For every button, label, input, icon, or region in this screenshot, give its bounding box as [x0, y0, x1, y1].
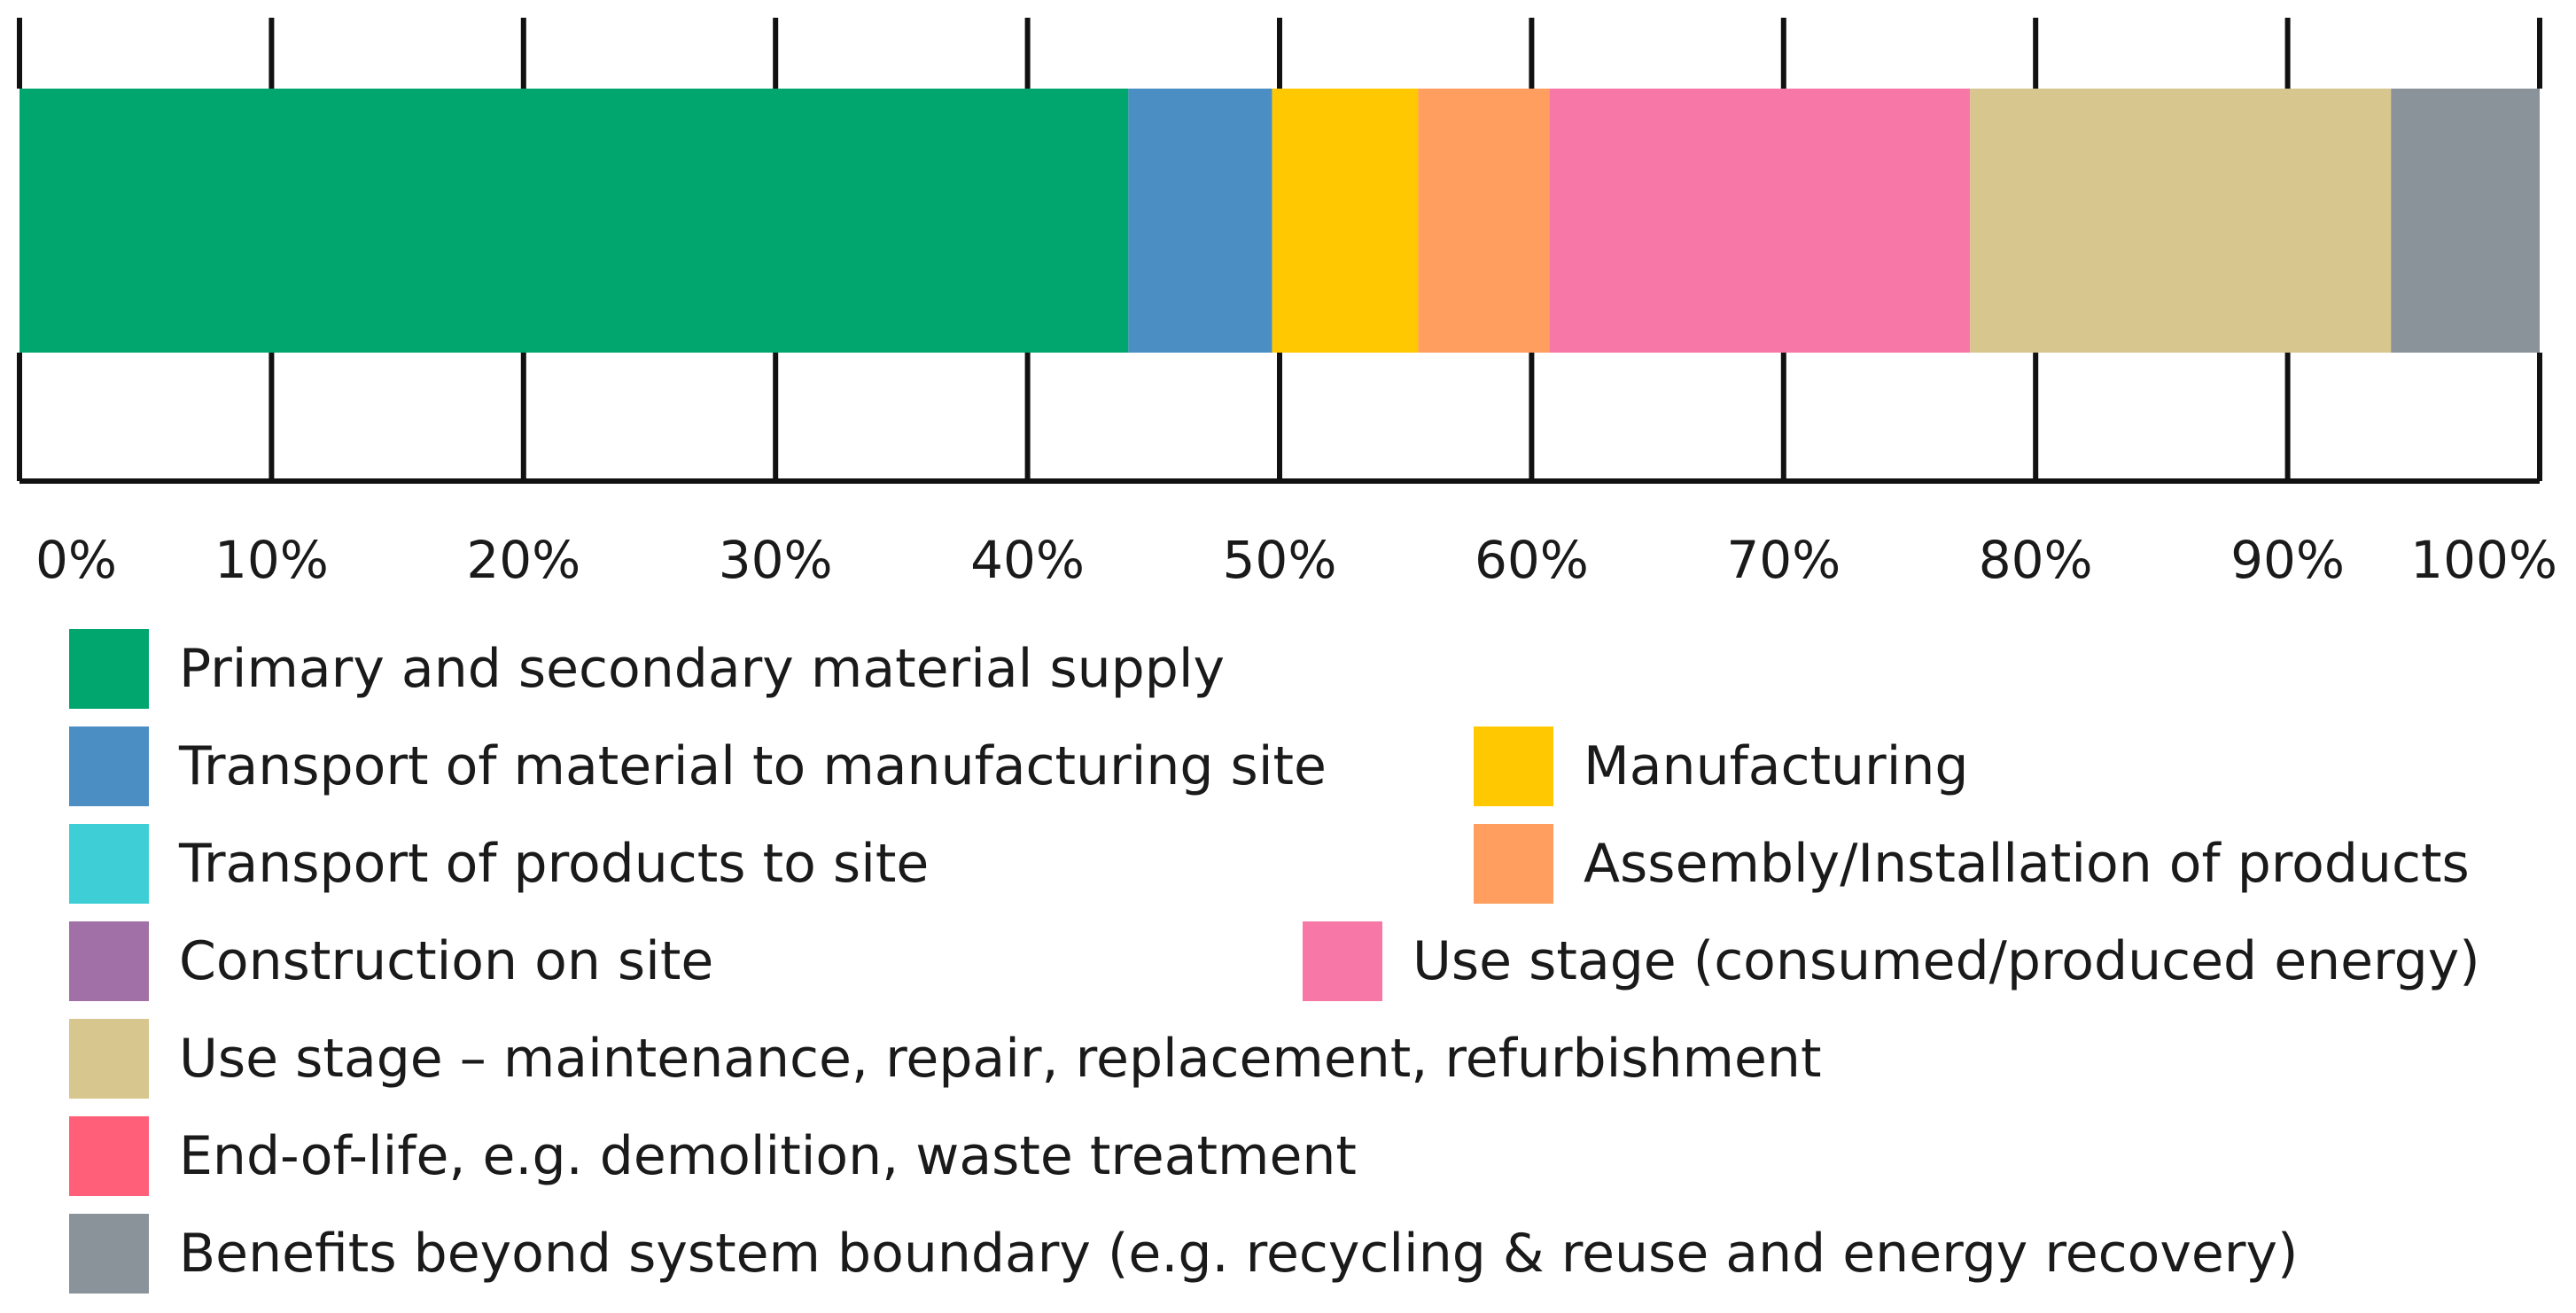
- x-tick-label: 70%: [1726, 530, 1841, 590]
- bar-segment-3: [1418, 89, 1550, 353]
- bar-segment-0: [19, 89, 1129, 353]
- x-tick-label: 50%: [1223, 530, 1337, 590]
- x-tick-label: 60%: [1475, 530, 1589, 590]
- bar-segment-5: [1970, 89, 2392, 353]
- x-tick-label: 100%: [2410, 530, 2557, 590]
- x-tick-label: 0%: [35, 530, 117, 590]
- bar-segment-4: [1549, 89, 1971, 353]
- x-tick-label: 40%: [970, 530, 1085, 590]
- x-tick-label: 10%: [214, 530, 329, 590]
- x-tick-label: 80%: [1979, 530, 2093, 590]
- x-tick-label: 30%: [719, 530, 833, 590]
- x-tick-label: 90%: [2230, 530, 2345, 590]
- x-tick-labels: 0% 10% 20% 30% 40% 50% 60% 70% 80% 90% 100%: [35, 530, 2557, 590]
- bar-segment-6: [2391, 89, 2540, 353]
- x-axis: [17, 18, 2542, 484]
- bar-segments: [19, 89, 2540, 353]
- x-tick-label: 20%: [466, 530, 580, 590]
- bar-segment-1: [1128, 89, 1272, 353]
- bar-segment-2: [1272, 89, 1419, 353]
